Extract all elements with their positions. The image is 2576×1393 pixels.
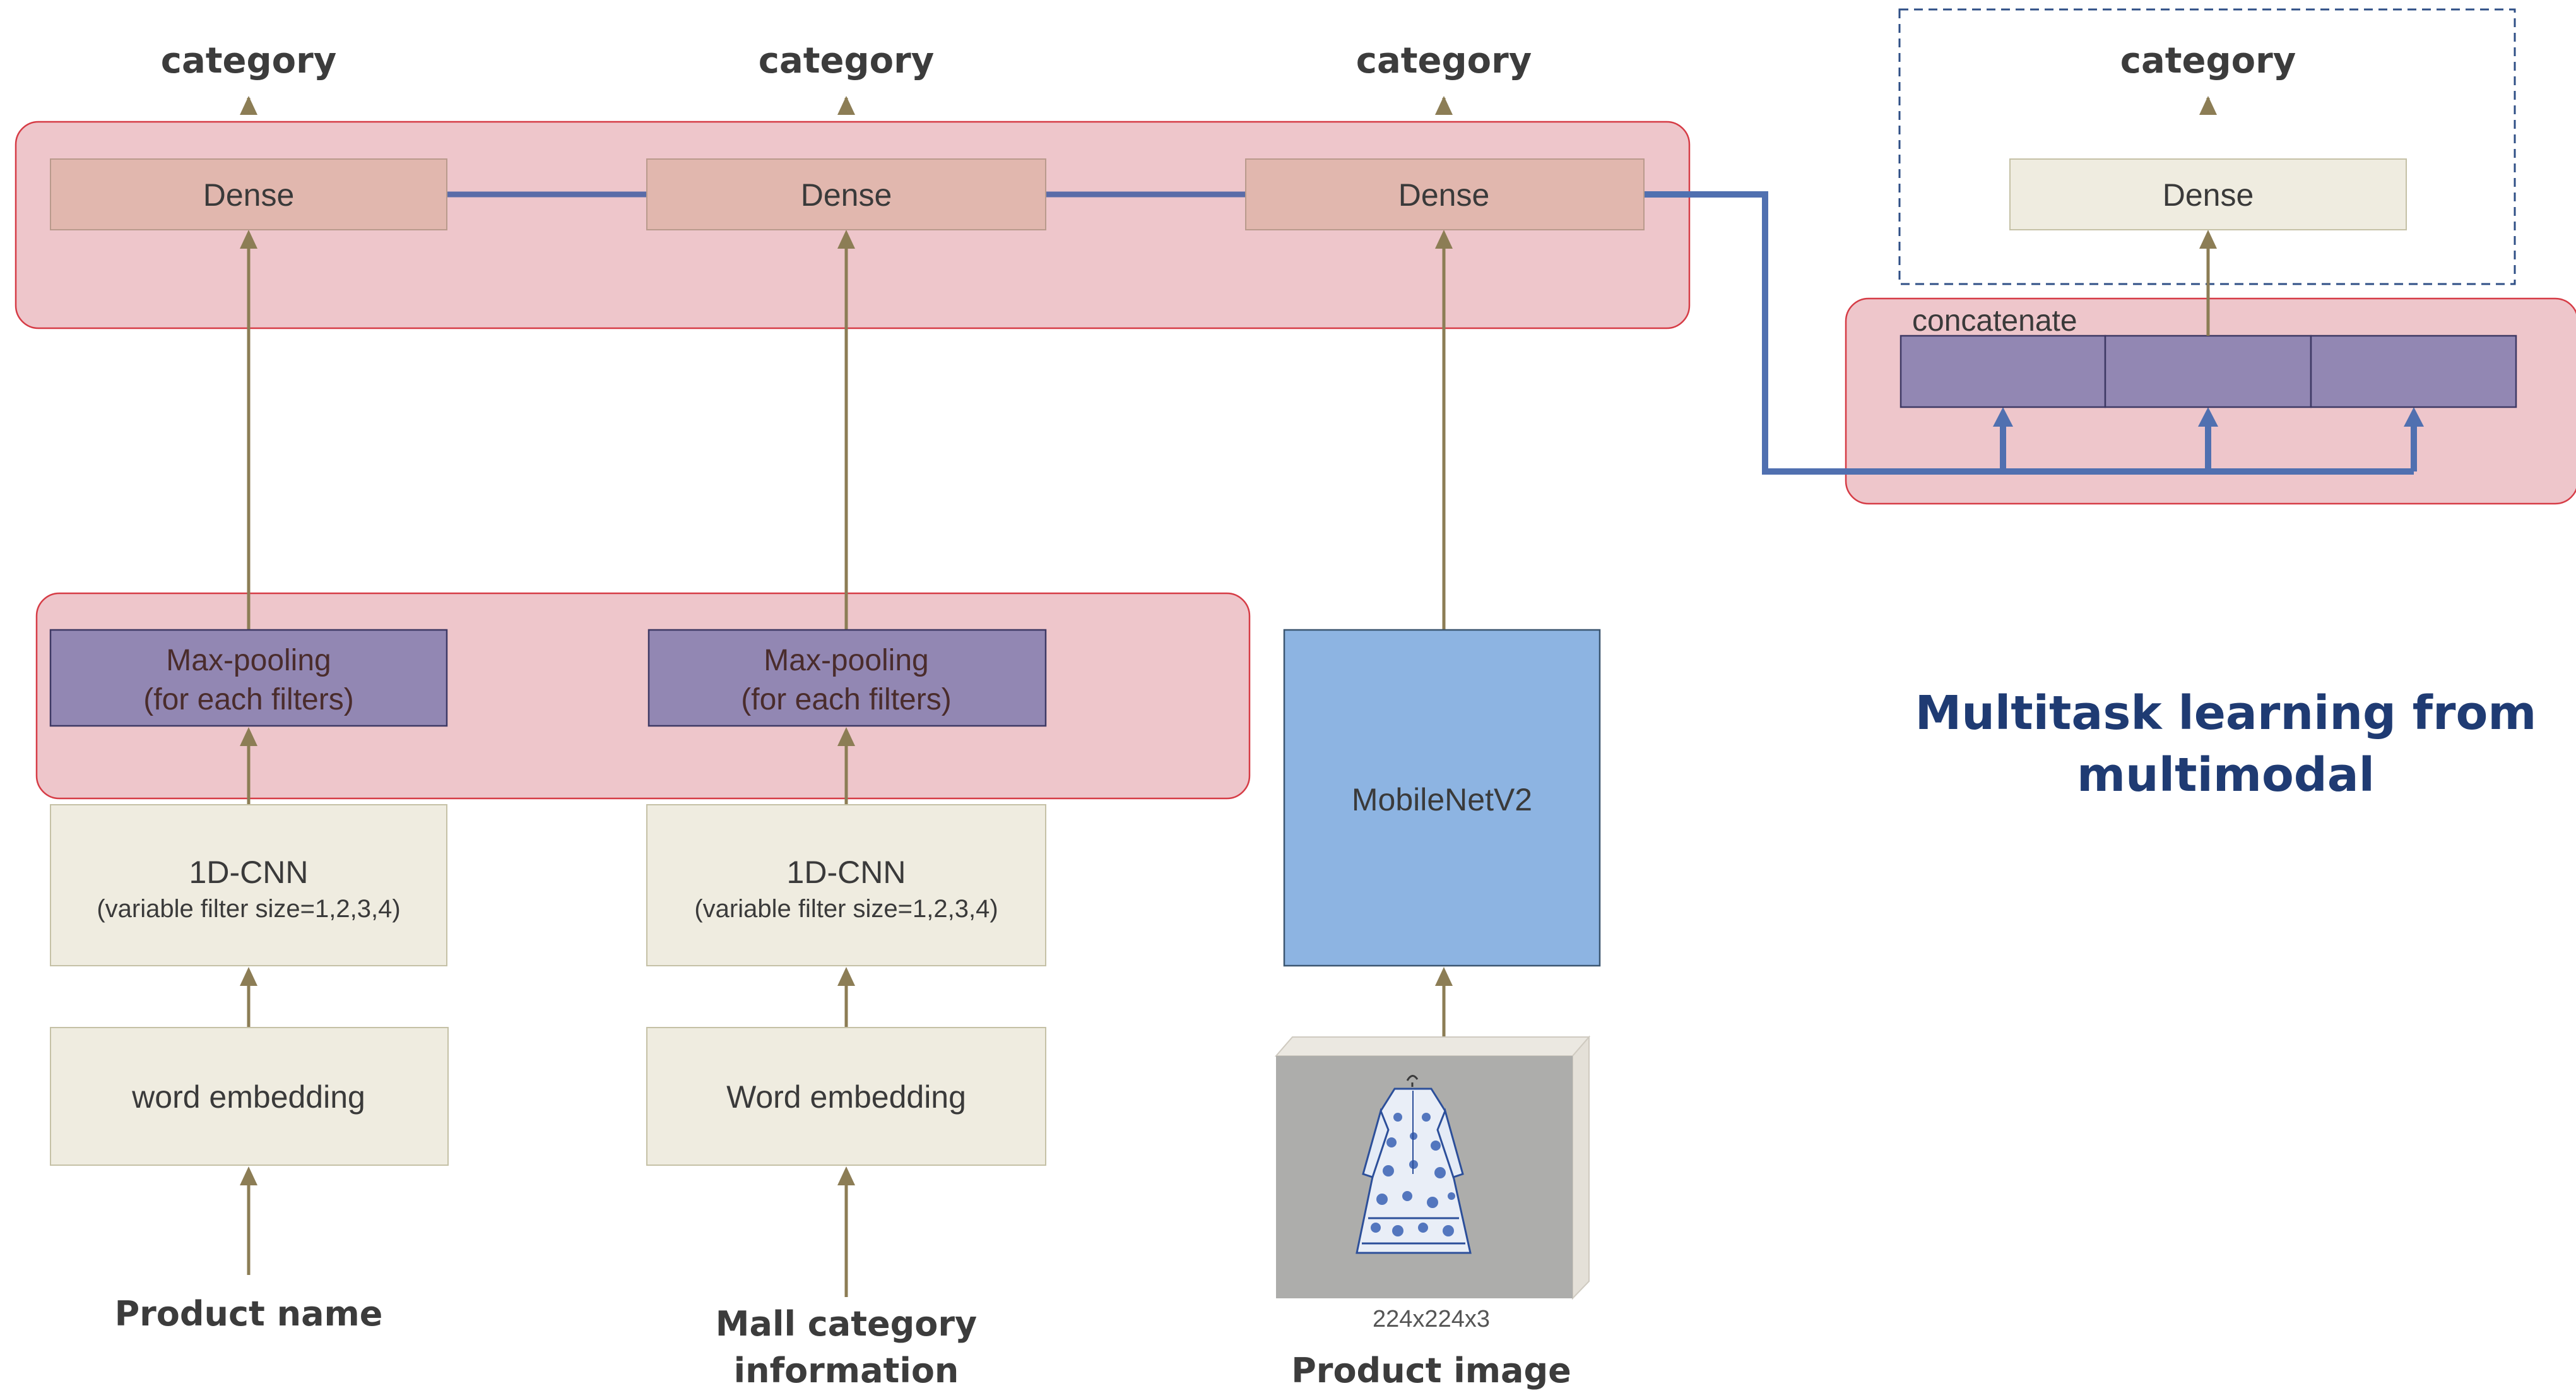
embedding-box-1: word embedding: [50, 1027, 449, 1166]
svg-text:Max-pooling: Max-pooling: [166, 644, 331, 677]
cnn-box-2: 1D-CNN (variable filter size=1,2,3,4): [646, 804, 1046, 966]
image-dimensions: 224x224x3: [1373, 1306, 1490, 1332]
diagram-title-line2: multimodal: [2077, 748, 2375, 802]
concat-segment-1: [1900, 335, 2106, 408]
input-mall-category-line2: information: [734, 1351, 959, 1390]
category-label-1: category: [161, 40, 336, 81]
category-label-4: category: [2120, 40, 2296, 81]
mobilenet-box: MobileNetV2: [1283, 629, 1601, 967]
concat-segment-3: [2310, 335, 2517, 408]
svg-text:Word embedding: Word embedding: [726, 1079, 966, 1115]
svg-text:MobileNetV2: MobileNetV2: [1352, 782, 1532, 817]
concat-arrowhead-3: [2404, 407, 2424, 427]
diagram-title-line1: Multitask learning from: [1915, 686, 2537, 740]
dense-box-3: Dense: [1245, 158, 1645, 230]
category-label-2: category: [759, 40, 934, 81]
dense-box-output: Dense: [2009, 158, 2407, 230]
max-pooling-box-2: Max-pooling (for each filters): [647, 629, 1047, 727]
embedding-box-2: Word embedding: [646, 1027, 1046, 1166]
product-image: [1274, 1035, 1591, 1300]
cnn-box-1: 1D-CNN (variable filter size=1,2,3,4): [50, 804, 447, 966]
concat-routing-line: [1644, 191, 2414, 475]
svg-text:Dense: Dense: [801, 177, 892, 213]
input-product-image: Product image: [1291, 1351, 1571, 1390]
category-label-3: category: [1356, 40, 1532, 81]
svg-text:(variable filter size=1,2,3,4): (variable filter size=1,2,3,4): [694, 895, 998, 923]
svg-text:(variable filter size=1,2,3,4): (variable filter size=1,2,3,4): [97, 895, 400, 923]
concat-arrowhead-2: [2198, 407, 2218, 427]
dense-box-1: Dense: [50, 158, 447, 230]
input-product-name: Product name: [115, 1294, 383, 1334]
concat-label: concatenate: [1912, 304, 2077, 338]
input-mall-category-line1: Mall category: [716, 1304, 977, 1344]
max-pooling-box-1: Max-pooling (for each filters): [49, 629, 448, 727]
svg-text:(for each filters): (for each filters): [143, 683, 353, 716]
svg-text:Dense: Dense: [1398, 177, 1490, 213]
flow-arrows: [240, 96, 2217, 1297]
concat-segment-2: [2104, 335, 2312, 408]
dense-box-2: Dense: [646, 158, 1046, 230]
svg-text:Max-pooling: Max-pooling: [764, 644, 928, 677]
concat-arrowhead-1: [1993, 407, 2013, 427]
svg-text:1D-CNN: 1D-CNN: [189, 855, 309, 890]
svg-text:(for each filters): (for each filters): [741, 683, 951, 716]
svg-text:Dense: Dense: [203, 177, 295, 213]
svg-text:1D-CNN: 1D-CNN: [787, 855, 906, 890]
svg-text:word embedding: word embedding: [131, 1079, 365, 1115]
svg-text:Dense: Dense: [2163, 177, 2254, 213]
